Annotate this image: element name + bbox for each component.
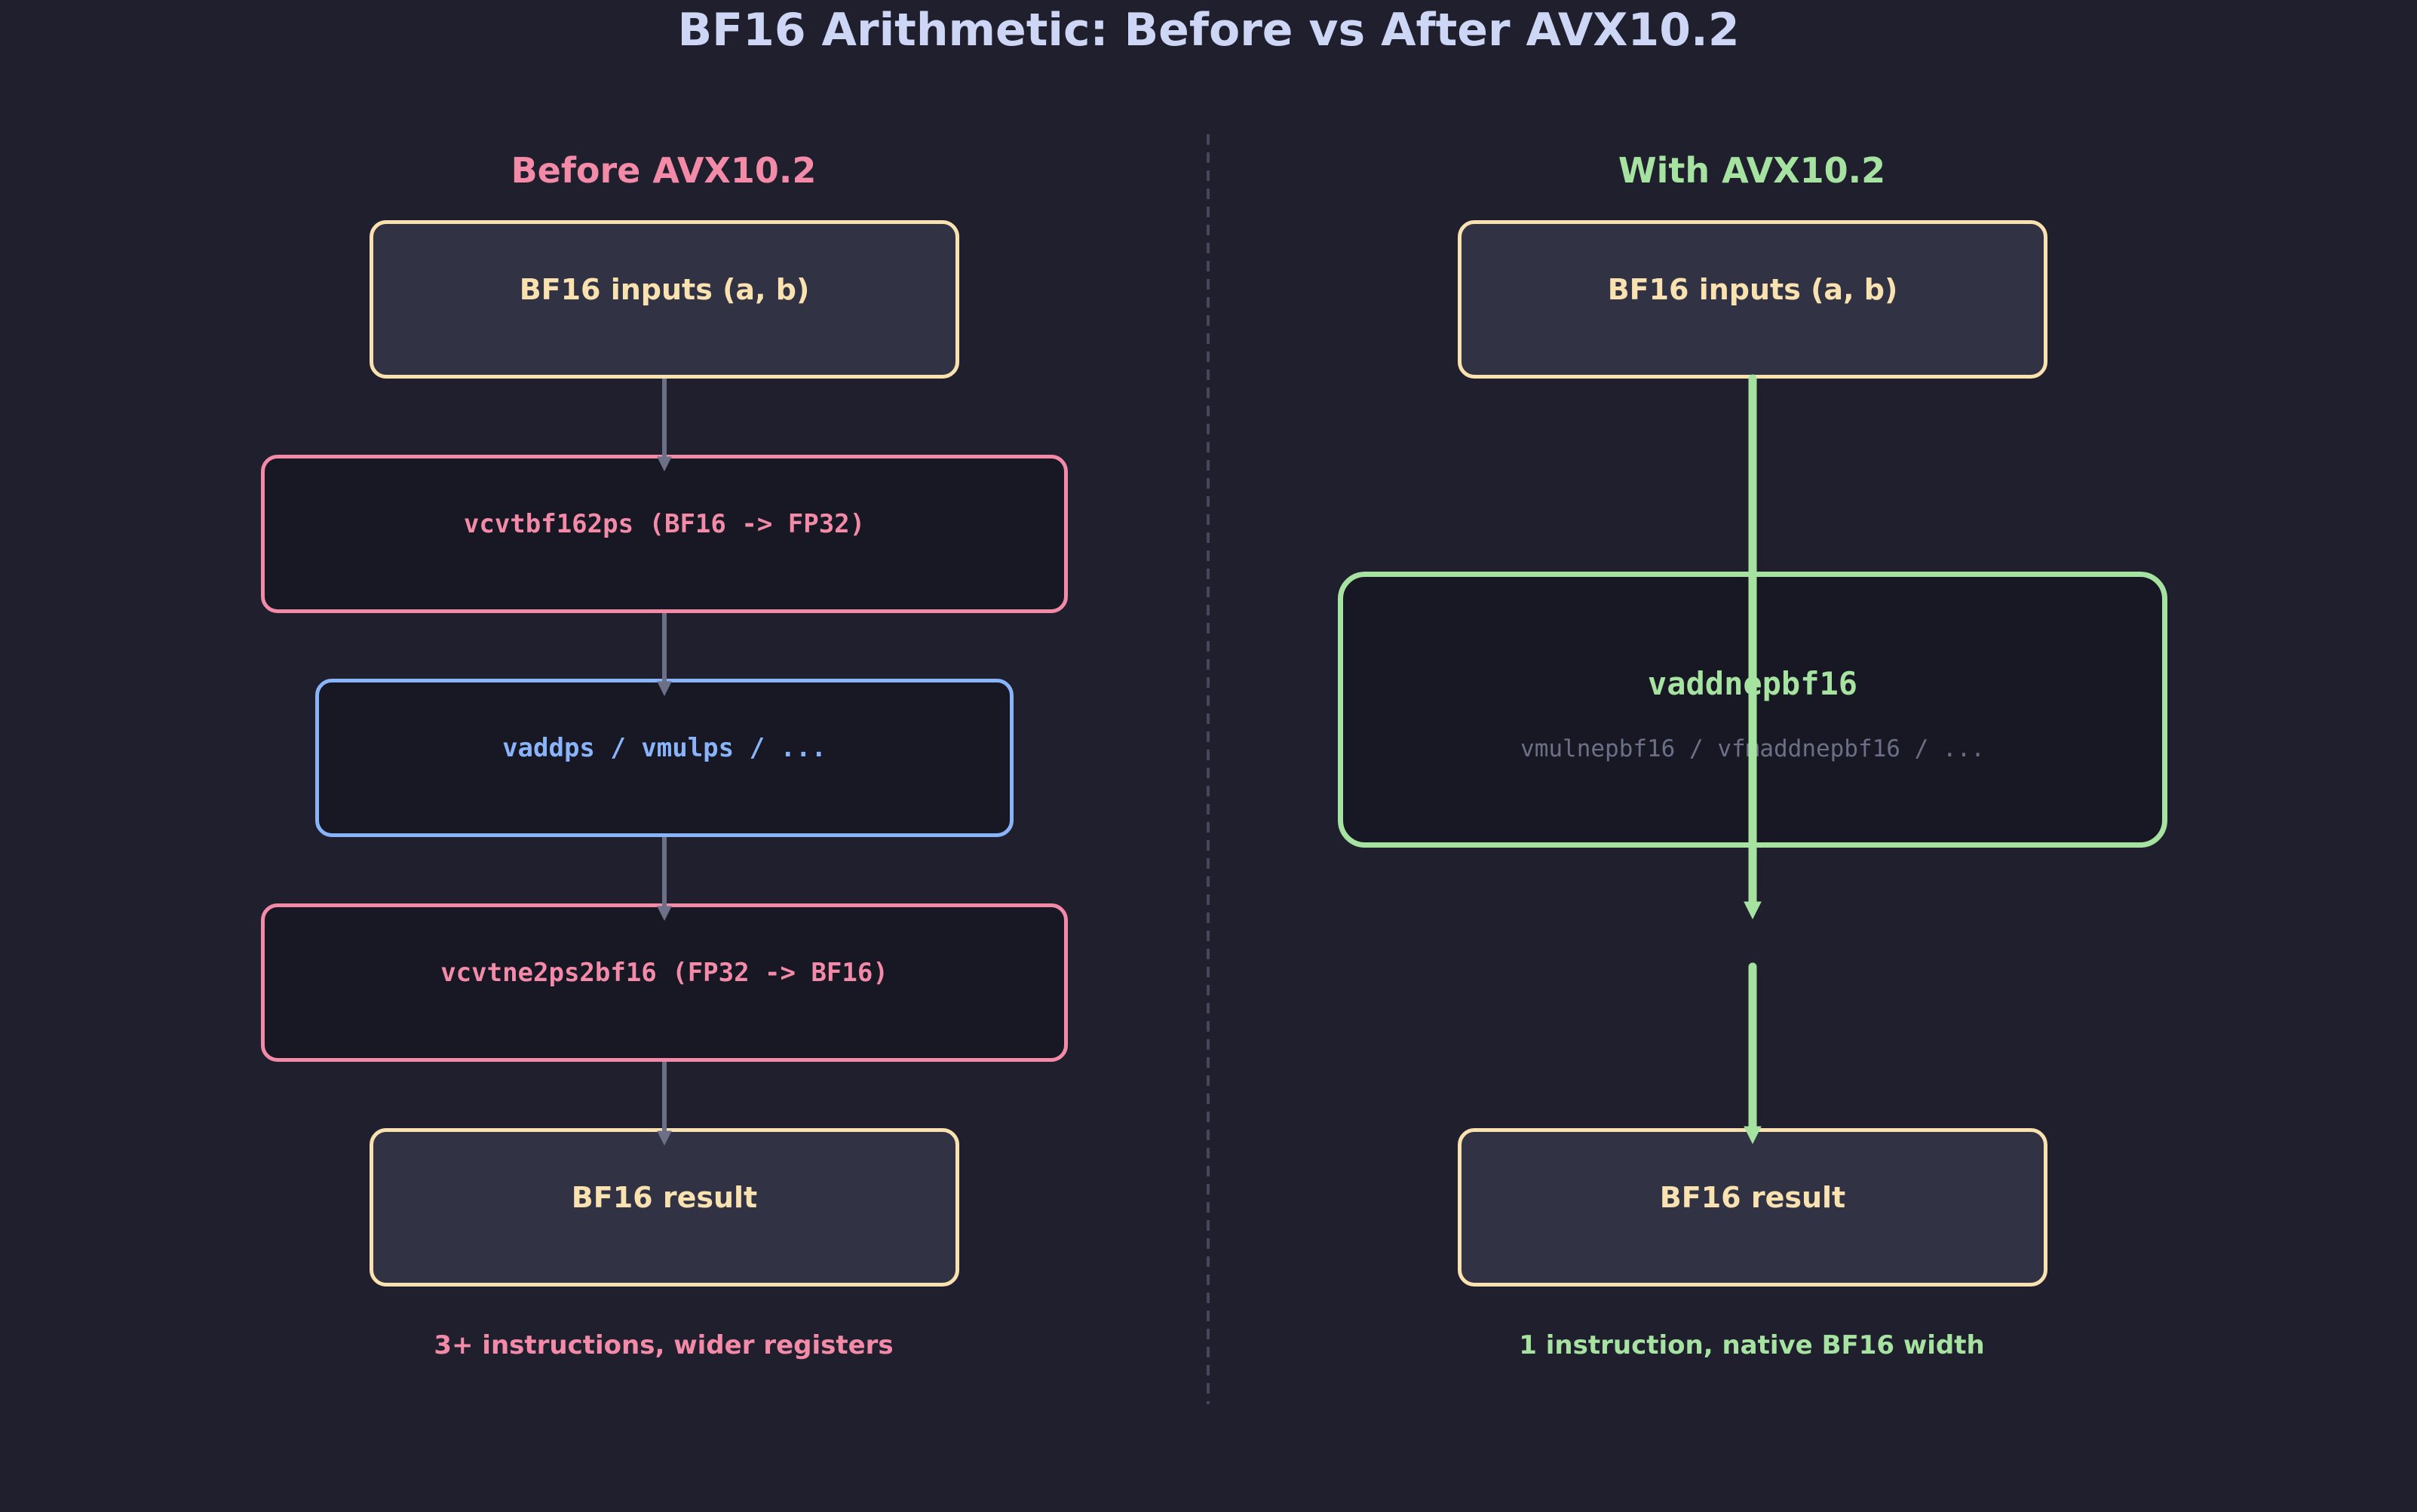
diagram-title: BF16 Arithmetic: Before vs After AVX10.2 [677, 4, 1740, 57]
before-compute-box: vaddps / vmulps / ... [315, 679, 1014, 837]
after-heading: With AVX10.2 [1618, 150, 1886, 191]
after-output-label: BF16 result [1659, 1181, 1846, 1214]
before-heading: Before AVX10.2 [511, 150, 817, 191]
before-footer: 3+ instructions, wider registers [434, 1330, 894, 1360]
before-convert-out-box: vcvtne2ps2bf16 (FP32 -> BF16) [261, 903, 1068, 1062]
after-footer: 1 instruction, native BF16 width [1519, 1330, 1985, 1360]
after-arrow-1 [1744, 374, 1762, 920]
before-input-label: BF16 inputs (a, b) [519, 273, 810, 306]
after-input-label: BF16 inputs (a, b) [1607, 273, 1898, 306]
before-arrow-2 [657, 613, 672, 697]
before-arrow-3 [657, 837, 672, 922]
after-input-box: BF16 inputs (a, b) [1458, 220, 2047, 379]
after-arrow-2 [1744, 962, 1762, 1145]
before-output-label: BF16 result [571, 1181, 758, 1214]
before-convert-in-label: vcvtbf162ps (BF16 -> FP32) [463, 509, 866, 539]
before-output-box: BF16 result [370, 1128, 959, 1287]
before-input-box: BF16 inputs (a, b) [370, 220, 959, 379]
before-arrow-4 [657, 1062, 672, 1146]
before-convert-out-label: vcvtne2ps2bf16 (FP32 -> BF16) [440, 958, 888, 988]
after-output-box: BF16 result [1458, 1128, 2047, 1287]
before-arrow-1 [657, 379, 672, 472]
before-compute-label: vaddps / vmulps / ... [502, 733, 827, 763]
